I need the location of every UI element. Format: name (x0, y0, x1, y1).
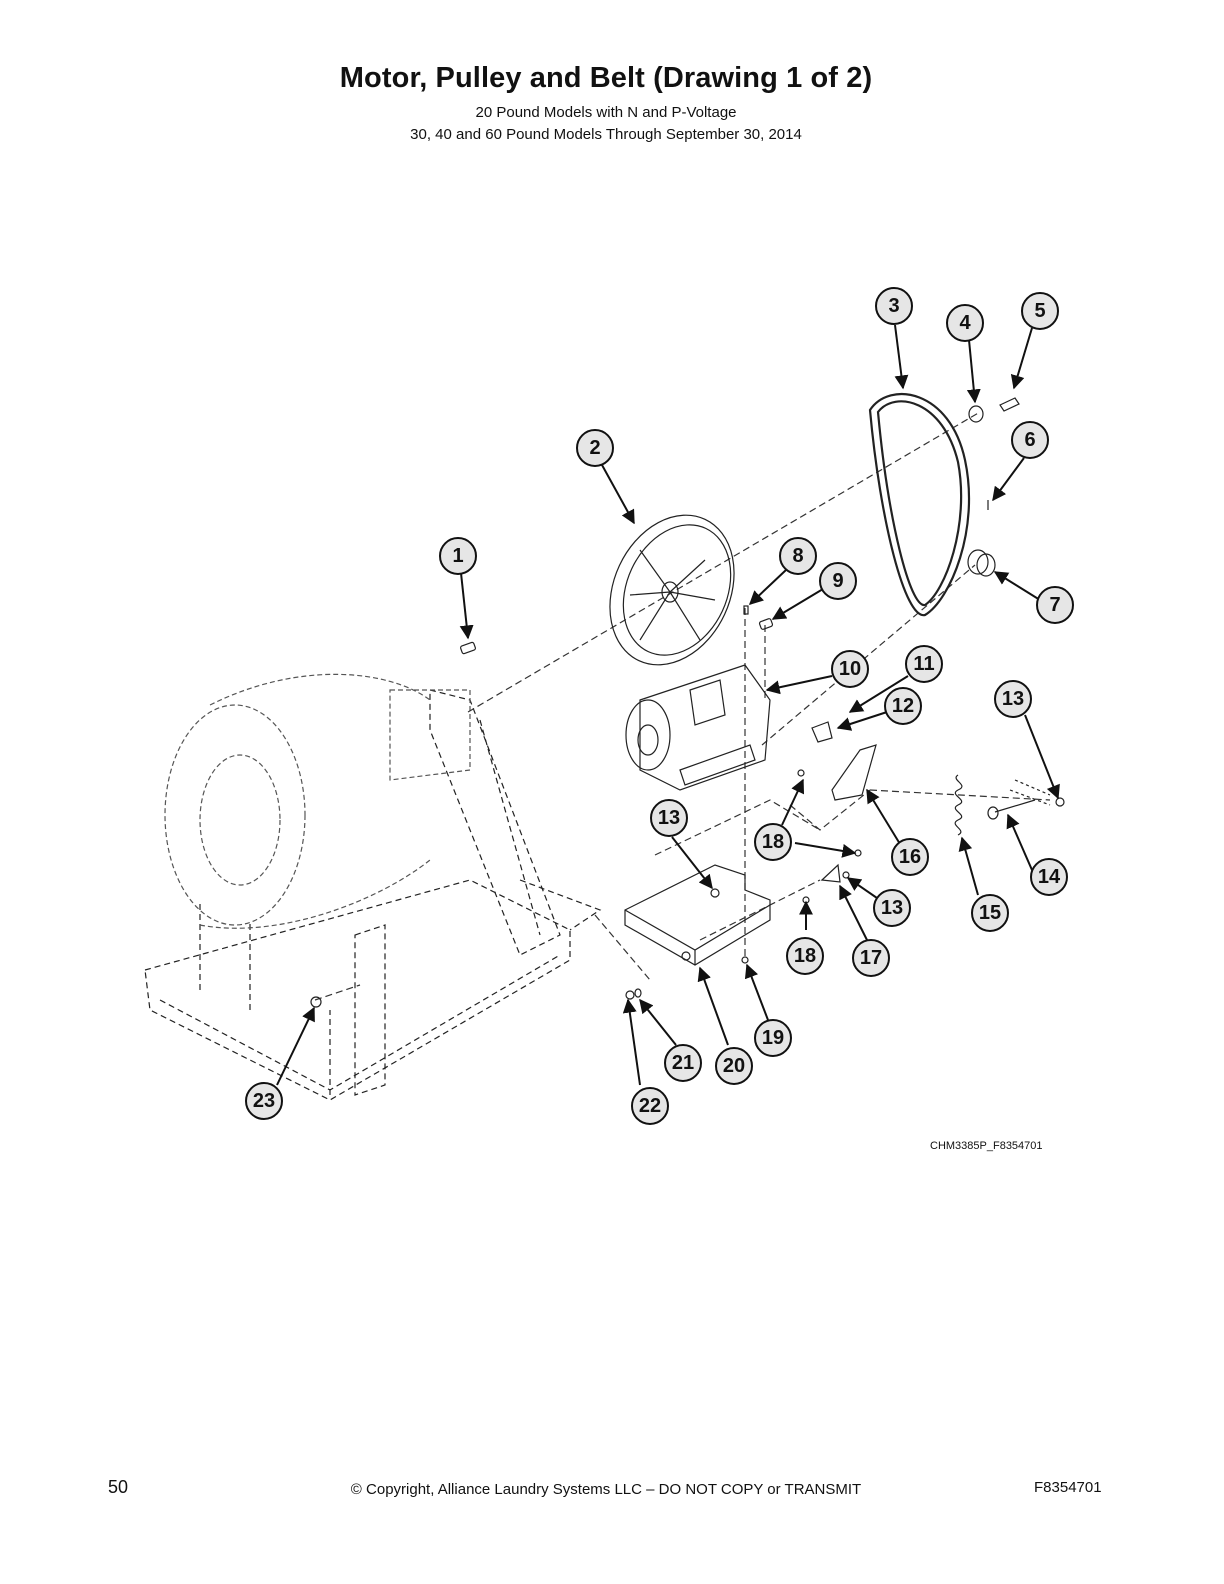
callout-9: 9 (819, 562, 857, 600)
callout-18: 18 (786, 937, 824, 975)
svg-text:10: 10 (839, 658, 861, 680)
svg-text:11: 11 (913, 653, 934, 675)
subtitle-date-range: 30, 40 and 60 Pound Models Through Septe… (410, 126, 802, 143)
callout-2: 2 (576, 429, 614, 467)
page-number: 50 (108, 1477, 129, 1497)
key-part-2 (758, 618, 774, 630)
callout-11: 11 (905, 645, 943, 683)
motor-part (625, 664, 771, 791)
assembly-axis-lines (314, 411, 1051, 1001)
frame-base-outline (144, 689, 602, 1101)
callout-21: 21 (664, 1044, 702, 1082)
callout-3: 3 (875, 287, 913, 325)
callout-19: 19 (754, 1019, 792, 1057)
callouts: 1 2 3 4 5 6 7 8 9 10 11 12 13 13 13 13 1… (245, 287, 1074, 1125)
callout-10: 10 (831, 650, 869, 688)
bracket-arm-part (831, 744, 877, 801)
leader-arrows (276, 324, 1060, 1086)
callout-18: 18 (754, 823, 792, 861)
callout-20: 20 (715, 1047, 753, 1085)
svg-text:14: 14 (1038, 866, 1061, 888)
callout-14: 14 (1030, 858, 1068, 896)
callout-12: 12 (884, 687, 922, 725)
page-title: Motor, Pulley and Belt (Drawing 1 of 2) (339, 62, 873, 94)
callout-13: 13 (650, 799, 688, 837)
svg-text:17: 17 (860, 947, 882, 969)
nut-part (625, 990, 635, 1000)
callout-13: 13 (994, 680, 1032, 718)
svg-text:4: 4 (959, 312, 971, 334)
callout-7: 7 (1036, 586, 1074, 624)
svg-text:12: 12 (892, 695, 914, 717)
callout-4: 4 (946, 304, 984, 342)
svg-text:6: 6 (1024, 429, 1035, 451)
svg-text:21: 21 (672, 1052, 694, 1074)
svg-text:7: 7 (1049, 594, 1060, 616)
callout-16: 16 (891, 838, 929, 876)
svg-text:3: 3 (888, 295, 899, 317)
callout-13: 13 (873, 889, 911, 927)
screw-part (999, 397, 1020, 412)
svg-text:13: 13 (658, 807, 680, 829)
pulley-part (609, 514, 735, 666)
eye-bolt-part (994, 799, 1036, 813)
subtitle-models: 20 Pound Models with N and P-Voltage (475, 104, 737, 121)
callout-1: 1 (439, 537, 477, 575)
motor-mount-base-part (624, 864, 771, 966)
document-number: F8354701 (1034, 1479, 1102, 1496)
svg-text:8: 8 (792, 545, 803, 567)
motor-pulley-part (967, 549, 996, 577)
svg-text:23: 23 (253, 1090, 275, 1112)
clip-part (811, 721, 833, 743)
callout-6: 6 (1011, 421, 1049, 459)
callout-22: 22 (631, 1087, 669, 1125)
svg-text:15: 15 (979, 902, 1001, 924)
belt-part (868, 393, 971, 617)
svg-text:22: 22 (639, 1095, 661, 1117)
svg-text:5: 5 (1034, 300, 1045, 322)
callout-15: 15 (971, 894, 1009, 932)
svg-text:19: 19 (762, 1027, 784, 1049)
svg-text:2: 2 (589, 437, 600, 459)
svg-text:13: 13 (1002, 688, 1024, 710)
spring-part (954, 774, 963, 836)
svg-text:18: 18 (794, 945, 816, 967)
small-bracket-part (820, 863, 841, 883)
svg-text:13: 13 (881, 897, 903, 919)
callout-17: 17 (852, 939, 890, 977)
svg-text:9: 9 (832, 570, 843, 592)
pin-part (743, 605, 749, 615)
callout-5: 5 (1021, 292, 1059, 330)
washer-part (968, 405, 984, 423)
svg-text:18: 18 (762, 831, 784, 853)
blower-housing-outline (164, 673, 471, 929)
svg-text:1: 1 (452, 545, 463, 567)
drawing-code: CHM3385P_F8354701 (930, 1140, 1043, 1152)
callout-23: 23 (245, 1082, 283, 1120)
copyright-notice: © Copyright, Alliance Laundry Systems LL… (350, 1481, 862, 1498)
svg-text:16: 16 (899, 846, 921, 868)
svg-text:20: 20 (723, 1055, 745, 1077)
key-part (460, 641, 476, 655)
callout-8: 8 (779, 537, 817, 575)
